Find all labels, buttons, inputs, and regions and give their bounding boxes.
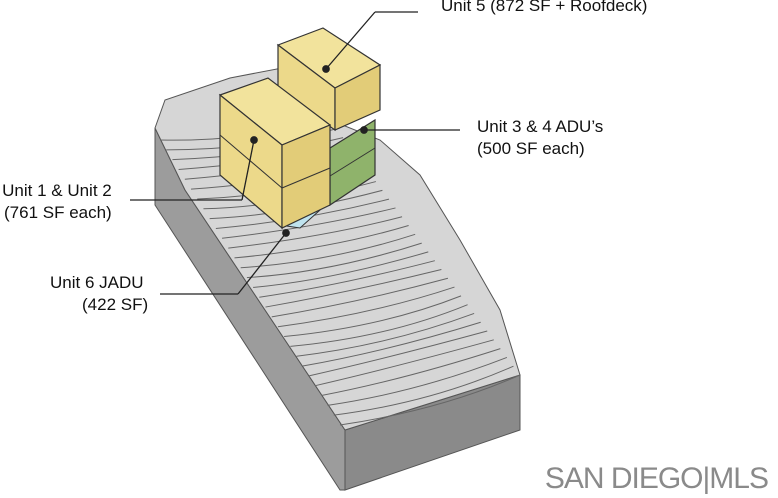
unit12-label: Unit 1 & Unit 2 (761 SF each): [0, 180, 112, 224]
unit34-label-line2: (500 SF each): [477, 139, 585, 158]
contour-line: [296, 312, 475, 357]
contour-line: [265, 268, 442, 308]
unit34-label-line1: Unit 3 & 4 ADU’s: [477, 117, 604, 136]
unit5-right: [334, 64, 381, 131]
unit5-label: Unit 5 (872 SF + Roofdeck): [441, 0, 648, 15]
contour-line: [246, 242, 422, 279]
contour-line: [271, 277, 449, 318]
contour-line: [277, 286, 455, 328]
unit12-right: [281, 124, 331, 229]
unit6-label: Unit 6 JADU (422 SF): [50, 272, 148, 316]
contour-line: [284, 295, 462, 338]
contour-line: [259, 260, 435, 298]
contour-line: [339, 374, 521, 426]
contour-line: [315, 339, 494, 387]
contour-line: [290, 304, 468, 347]
contour-line: [327, 356, 508, 406]
mls-watermark: SAN DIEGO|MLS: [544, 462, 769, 495]
contour-line: [253, 251, 429, 288]
unit12-label-line1: Unit 1 & Unit 2: [2, 181, 112, 200]
leader-lines: [130, 11, 460, 295]
contour-line: [222, 207, 396, 239]
unit6-label-line2: (422 SF): [82, 295, 149, 314]
unit12-label-line2: (761 SF each): [4, 203, 112, 222]
contour-line: [228, 216, 403, 249]
contour-line: [240, 233, 416, 269]
unit6-label-line1: Unit 6 JADU: [50, 273, 144, 292]
contour-line: [234, 225, 409, 259]
contour-line: [302, 321, 481, 367]
contour-line: [308, 330, 488, 377]
unit34-label: Unit 3 & 4 ADU’s (500 SF each): [477, 116, 603, 160]
contour-line: [333, 365, 514, 416]
contour-line: [321, 348, 501, 397]
